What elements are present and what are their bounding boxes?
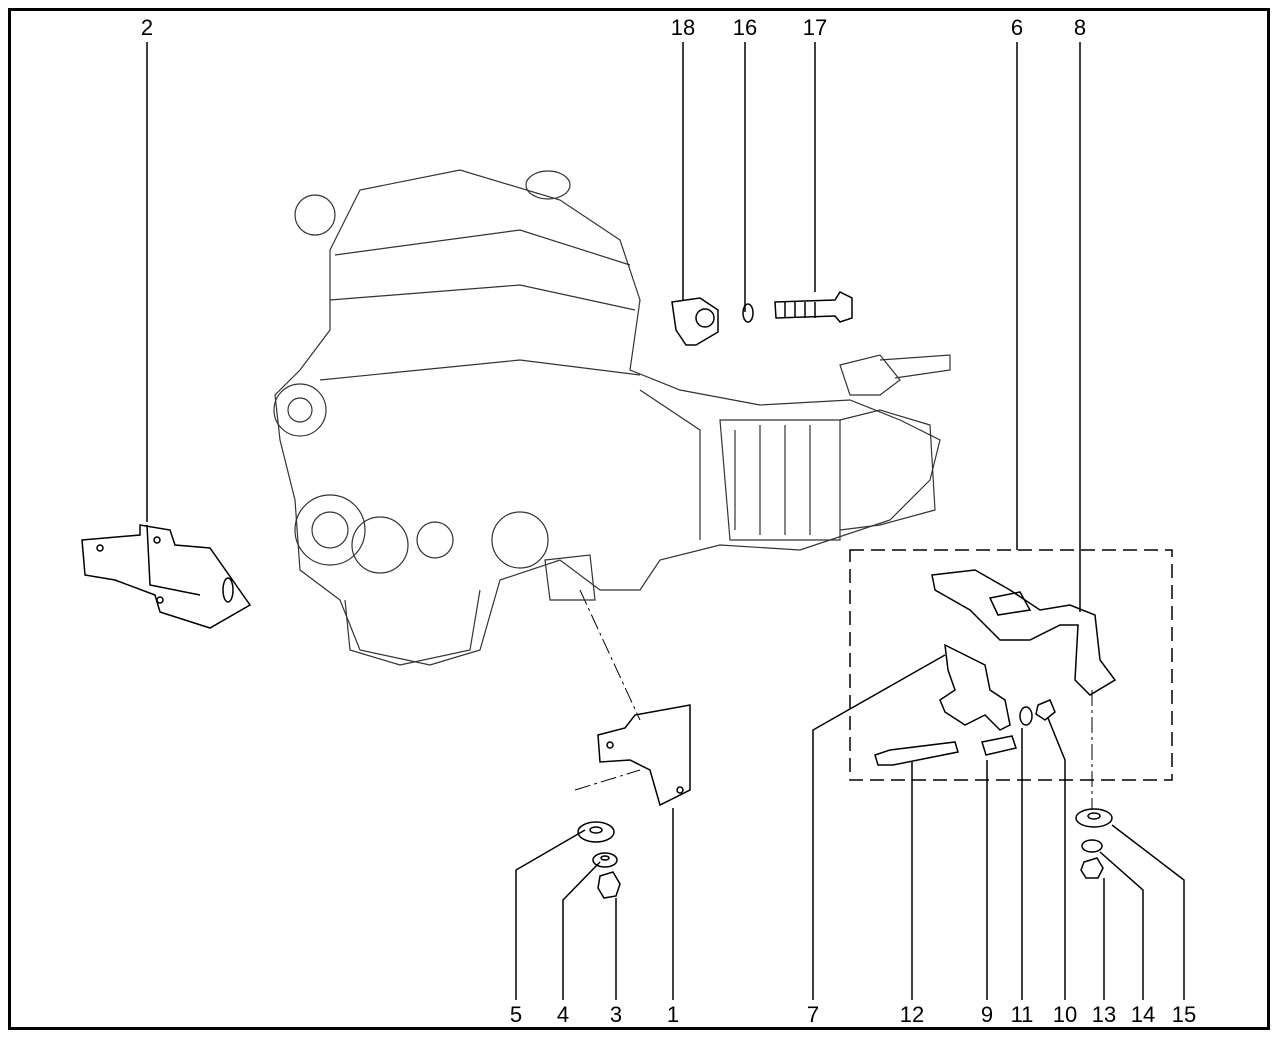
callout-11: 11 [1010, 1002, 1034, 1027]
part-1-mount-bracket [597, 704, 691, 807]
parts-18-16-17 [671, 291, 853, 346]
assembly-group-box [849, 549, 1173, 781]
callout-9: 9 [980, 1002, 994, 1027]
part-8-rear-support [931, 569, 1117, 696]
callout-15: 15 [1171, 1002, 1197, 1027]
callout-3: 3 [609, 1002, 623, 1027]
diagram-frame [8, 8, 1270, 1030]
callout-1: 1 [666, 1002, 680, 1027]
callout-14: 14 [1130, 1002, 1156, 1027]
parts-12-9-11-10 [874, 699, 1056, 766]
callout-17: 17 [802, 15, 828, 40]
callout-12: 12 [899, 1002, 925, 1027]
parts-5-4-3-washers-nut [577, 821, 621, 899]
callout-8: 8 [1073, 15, 1087, 40]
callout-4: 4 [556, 1002, 570, 1027]
callout-10: 10 [1052, 1002, 1078, 1027]
center-lines [574, 589, 1093, 810]
callout-6: 6 [1010, 15, 1024, 40]
callout-5: 5 [509, 1002, 523, 1027]
parts-15-14-13 [1075, 808, 1113, 879]
callout-13: 13 [1091, 1002, 1117, 1027]
part-2-left-bracket [81, 524, 252, 629]
callout-2: 2 [140, 15, 154, 40]
callout-7: 7 [806, 1002, 820, 1027]
callout-18: 18 [670, 15, 696, 40]
callout-16: 16 [732, 15, 758, 40]
engine-gearbox-illustration [273, 169, 951, 666]
leader-lines [146, 42, 1185, 1000]
part-7-bracket [939, 643, 1011, 731]
